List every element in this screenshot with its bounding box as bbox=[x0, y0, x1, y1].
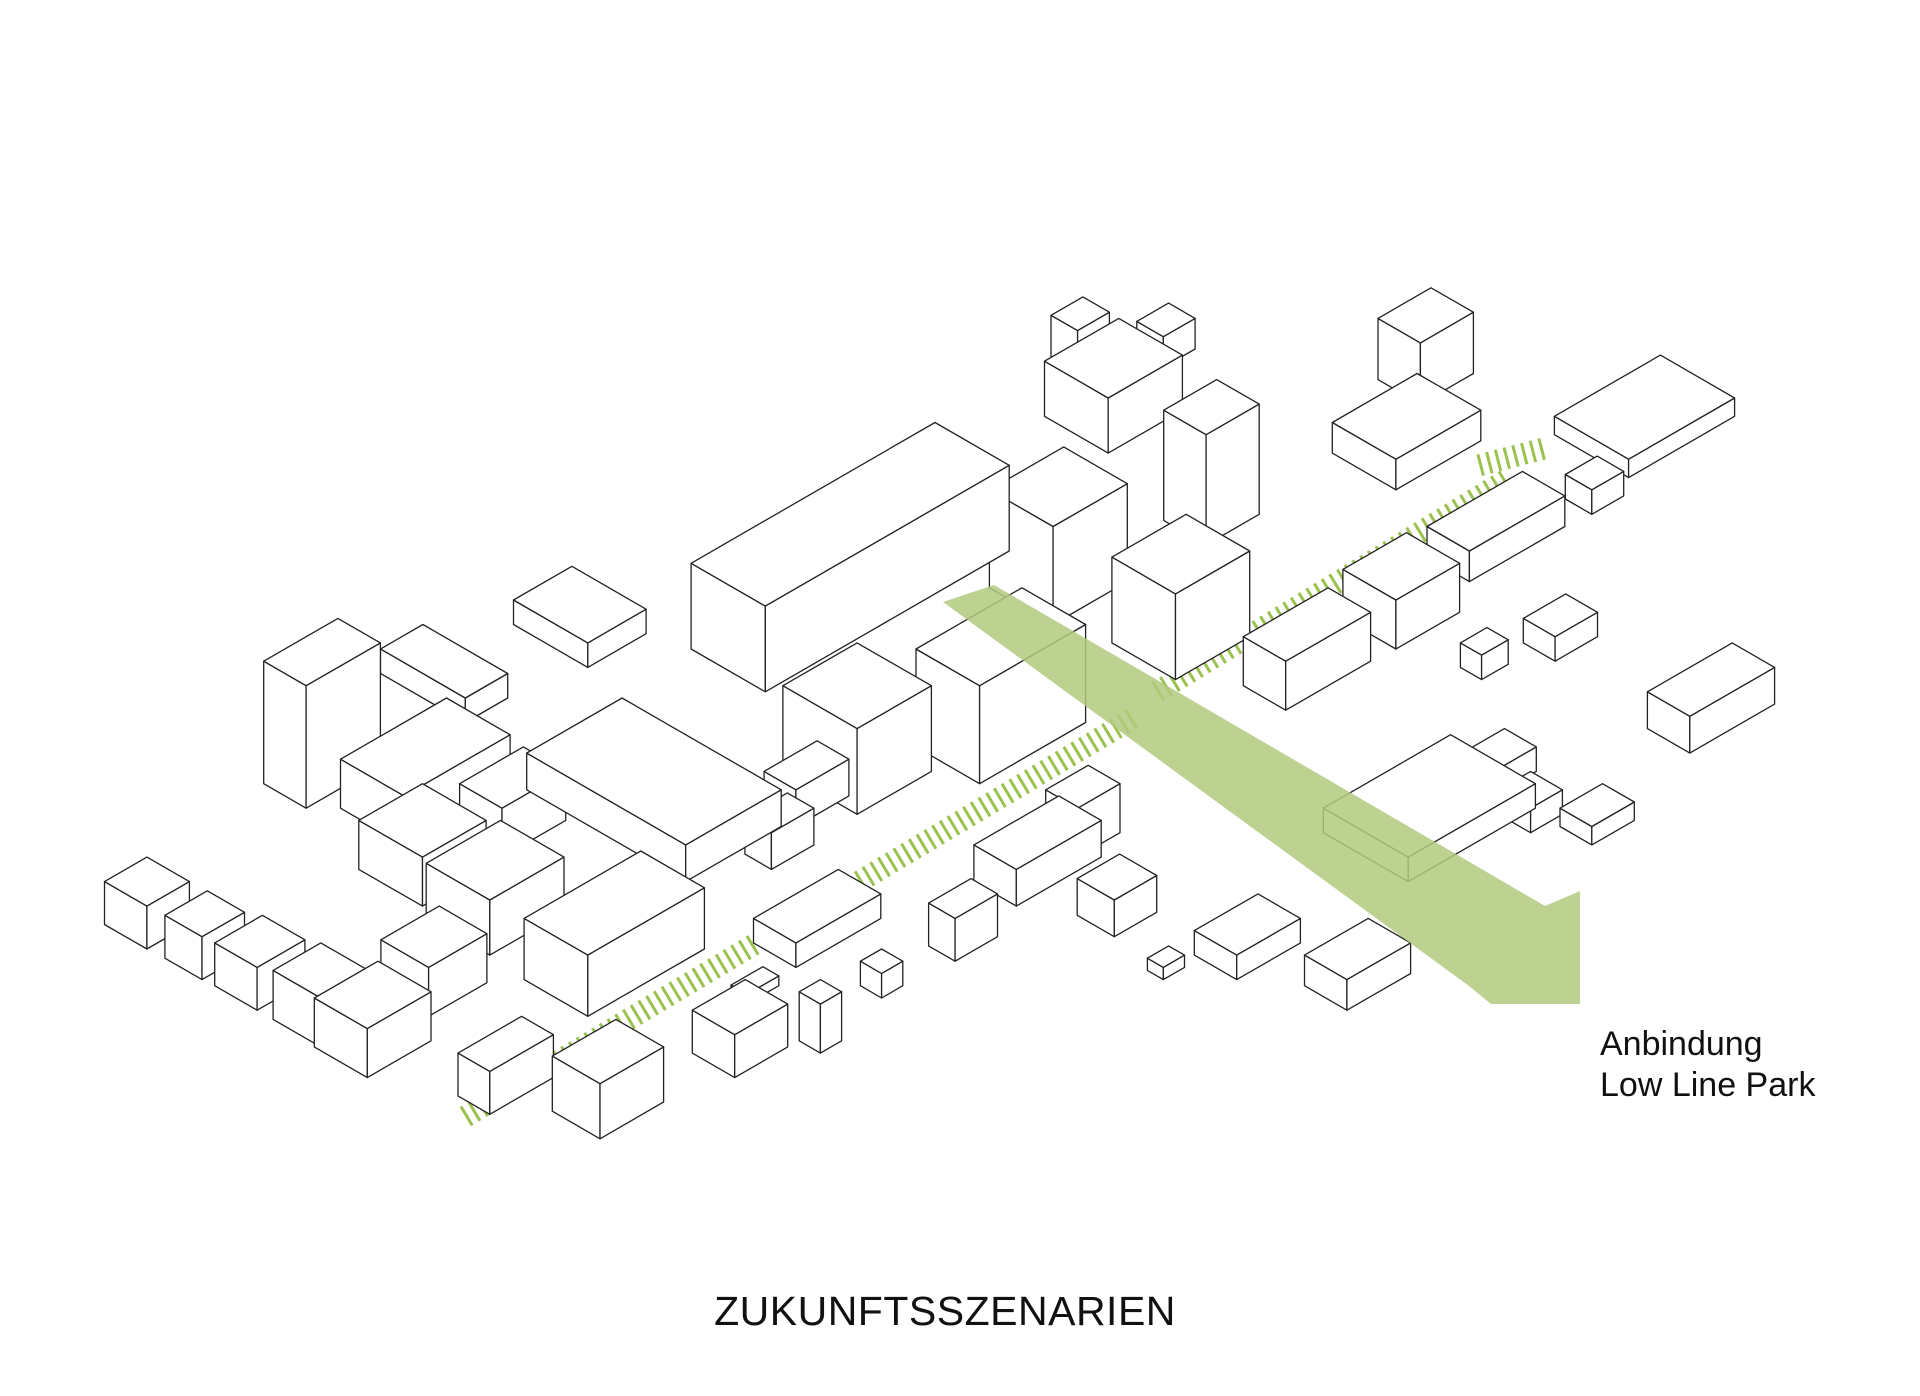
building bbox=[1331, 372, 1482, 491]
building bbox=[927, 877, 999, 962]
building bbox=[1553, 354, 1736, 479]
building bbox=[1559, 783, 1635, 846]
building bbox=[1522, 593, 1599, 662]
building bbox=[523, 850, 706, 1017]
building bbox=[1111, 513, 1251, 681]
building bbox=[313, 960, 432, 1079]
building bbox=[798, 978, 843, 1054]
building bbox=[1564, 455, 1625, 515]
building bbox=[1163, 378, 1260, 546]
building bbox=[457, 1015, 555, 1115]
building-blocks bbox=[103, 287, 1776, 1140]
building bbox=[526, 697, 782, 883]
building bbox=[512, 565, 647, 669]
building bbox=[1342, 532, 1461, 650]
building bbox=[859, 948, 904, 999]
diagram-title: ZUKUNFTSSZENARIEN bbox=[714, 1288, 1176, 1334]
hatch-band bbox=[1476, 437, 1549, 476]
arrow-label: Anbindung Low Line Park bbox=[1600, 1024, 1815, 1106]
arrow-label-line2: Low Line Park bbox=[1600, 1066, 1816, 1104]
building bbox=[1377, 287, 1475, 405]
green-connection-arrow bbox=[943, 585, 1580, 1004]
building bbox=[1646, 642, 1776, 754]
building bbox=[1146, 945, 1186, 981]
building bbox=[1076, 853, 1158, 938]
building bbox=[1242, 587, 1372, 711]
building bbox=[551, 1018, 665, 1140]
green-corridor-hatching bbox=[459, 437, 1549, 1127]
building bbox=[1043, 317, 1184, 454]
building bbox=[214, 914, 306, 1011]
building bbox=[1303, 917, 1412, 1011]
building bbox=[691, 978, 789, 1079]
building bbox=[973, 795, 1102, 907]
building bbox=[752, 868, 882, 969]
arrow-label-line1: Anbindung bbox=[1600, 1025, 1763, 1063]
building bbox=[1193, 893, 1302, 981]
building bbox=[1459, 626, 1509, 681]
building bbox=[690, 421, 1010, 693]
